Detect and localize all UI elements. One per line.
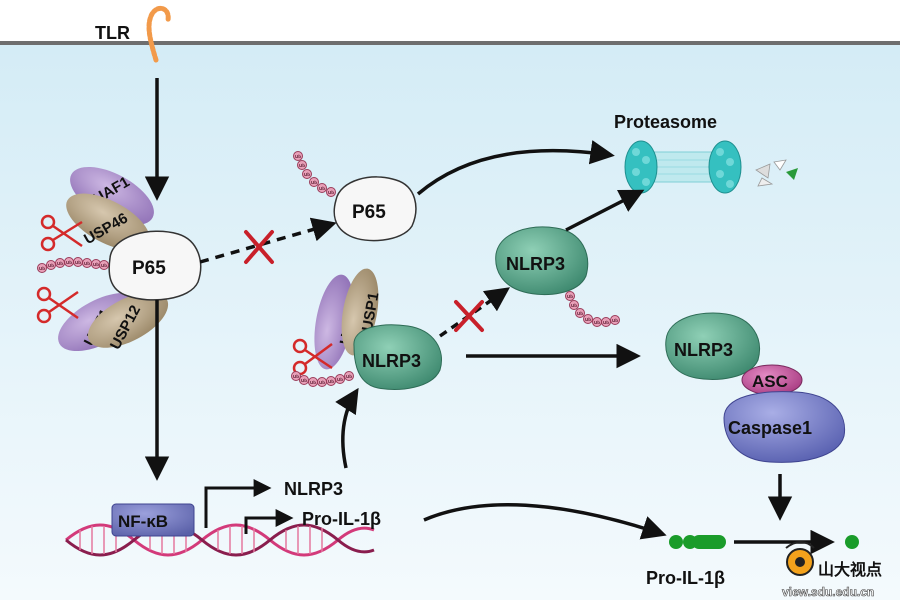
dashed-arrow-p65-release (199, 217, 337, 264)
ub-bead-label: Ub (337, 377, 343, 382)
nlrp3-inflammasome-label: NLRP3 (674, 340, 733, 360)
ub-bead-label: Ub (48, 263, 54, 268)
degraded-fragments (755, 159, 798, 187)
ub-bead-label: Ub (84, 261, 90, 266)
ub-bead-label: Ub (57, 261, 63, 266)
nfkb-box (111, 503, 195, 537)
ub-bead-label: Ub (346, 374, 352, 379)
ub-bead-label: Ub (101, 263, 107, 268)
ub-bead-label: Ub (311, 180, 317, 185)
arrow-nlrp3-gene-to-protein (335, 387, 359, 469)
ub-bead-label: Ub (585, 317, 591, 322)
ub-bead-label: Ub (571, 303, 577, 308)
ub-bead-label: Ub (299, 163, 305, 168)
tlr-label: TLR (95, 23, 130, 43)
ub-bead-label: Ub (66, 260, 72, 265)
uaf1-top (70, 166, 154, 226)
arrow-nlrp3-to-proteasome (565, 189, 645, 232)
pro-il1b-gene-label: Pro-IL-1β (302, 509, 381, 529)
p65-free-label: P65 (352, 202, 386, 223)
scissors-icon-top (40, 214, 83, 252)
pro-il1b-protein-label: Pro-IL-1β (646, 568, 725, 588)
nlrp3-complex-shape (353, 324, 442, 390)
asc-label: ASC (752, 372, 788, 391)
nlrp3-complex-label: NLRP3 (362, 351, 421, 371)
uaf1-nlrp3-shape (314, 274, 354, 370)
usp12-shape (87, 292, 169, 348)
nfkb-label: NF-κB (118, 512, 168, 531)
ub-bead-label: Ub (577, 311, 583, 316)
ub-bead-label: Ub (594, 320, 600, 325)
tlr-receptor (146, 5, 171, 63)
ub-bead-label: Ub (328, 190, 334, 195)
nlrp3-ubiquitinated-shape (495, 226, 589, 296)
arrow-p65-to-proteasome (416, 140, 615, 196)
ub-bead-label: Ub (310, 380, 316, 385)
ub-bead-label: Ub (304, 172, 310, 177)
usp1-label: USP1 (359, 291, 383, 333)
arrow-pro-il1b-to-protein (423, 502, 667, 540)
ub-bead-label: Ub (75, 260, 81, 265)
nlrp3-inflammasome-shape (665, 312, 760, 380)
scissors-icon-bottom (36, 286, 79, 324)
ub-bead-label: Ub (567, 294, 573, 299)
p65-main-shape (108, 230, 202, 301)
extracellular-space (0, 0, 900, 44)
p65-free-shape (333, 176, 417, 242)
p65-main-label: P65 (132, 258, 166, 279)
ub-bead-label: Ub (301, 378, 307, 383)
cell-membrane (0, 41, 900, 45)
proteasome-shape (624, 140, 742, 194)
ub-bead-label: Ub (603, 320, 609, 325)
mature-il1b-fragment (845, 535, 859, 549)
ub-bead-label: Ub (93, 262, 99, 267)
transcription-arrow-nlrp3 (204, 479, 272, 528)
pro-il1b-protein-shape (669, 535, 726, 549)
watermark-url: view.sdu.edu.cn (782, 585, 874, 599)
nlrp3-gene-label: NLRP3 (284, 479, 343, 499)
caspase1-label: Caspase1 (728, 418, 812, 438)
ub-bead-label: Ub (39, 266, 45, 271)
caspase1-shape (723, 391, 846, 463)
nlrp3-ubiquitinated-label: NLRP3 (506, 254, 565, 274)
block-x-icon-nlrp3 (454, 300, 484, 332)
watermark-logo (785, 541, 815, 576)
ub-bead-label: Ub (319, 186, 325, 191)
ub-bead-label: Ub (293, 374, 299, 379)
ub-bead-label: Ub (328, 379, 334, 384)
watermark-logo-text: 山大视点 (818, 560, 882, 579)
ub-bead-label: Ub (295, 154, 301, 159)
ub-bead-label: Ub (319, 380, 325, 385)
block-x-icon-p65 (244, 230, 274, 264)
ub-bead-label: Ub (612, 318, 618, 323)
proteasome-label: Proteasome (614, 112, 717, 132)
transcription-arrow-pro-il1b (244, 509, 294, 534)
